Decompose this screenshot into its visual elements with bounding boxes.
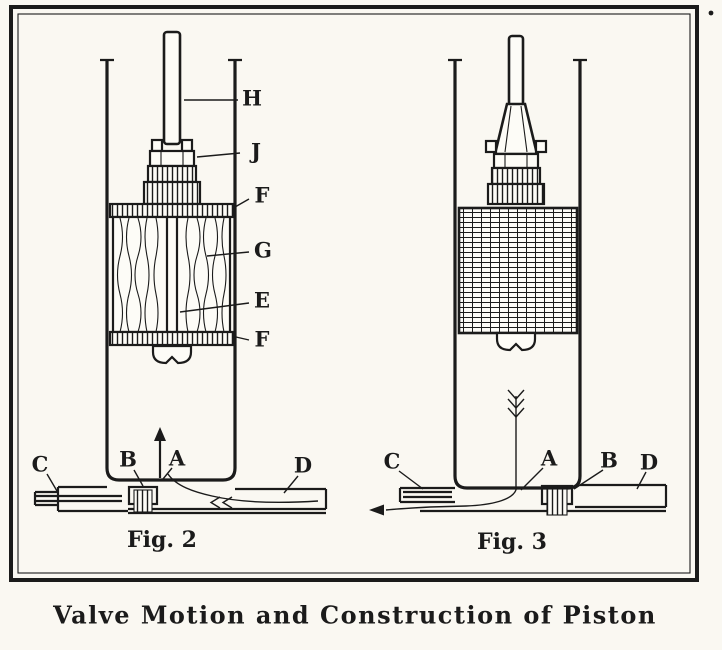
fig2-label-f-bottom: F bbox=[255, 327, 270, 352]
fig3-rod-fork bbox=[493, 102, 539, 156]
fig2-flow-chevrons bbox=[209, 496, 233, 509]
fig3-label-b: B bbox=[600, 448, 618, 473]
fig3-arrow-fletching bbox=[507, 389, 525, 418]
fig3-base-pipes bbox=[398, 483, 668, 516]
fig2-base-pipes bbox=[33, 485, 328, 515]
fig2-pipe-c bbox=[33, 490, 122, 507]
fig2-label-e: E bbox=[254, 288, 270, 313]
fig2-leader-lines bbox=[46, 99, 299, 494]
fig2-cylinder bbox=[105, 60, 237, 482]
fig3-title: Fig. 3 bbox=[477, 529, 547, 555]
fig2-top-follower bbox=[108, 202, 235, 219]
fig2-label-c: C bbox=[32, 452, 49, 477]
fig3-cylinder bbox=[453, 60, 582, 490]
fig2-up-arrowhead bbox=[154, 427, 166, 441]
fig2-label-a: A bbox=[168, 446, 186, 471]
fig2-label-h: H bbox=[242, 86, 262, 111]
plate-frame bbox=[9, 5, 714, 582]
fig3-left-arrowhead bbox=[369, 504, 384, 516]
fig2-flow-arrows bbox=[154, 427, 319, 509]
fig3-valve-b-packing bbox=[546, 488, 568, 516]
fig2-center-rod bbox=[165, 217, 179, 346]
fig2-piston-body bbox=[111, 215, 232, 334]
fig3-piston-rod bbox=[507, 34, 525, 108]
frame-inner-border bbox=[17, 13, 691, 574]
fig2-rod-end-nut bbox=[151, 344, 193, 365]
fig3-gland bbox=[486, 166, 546, 206]
fig2-label-b: B bbox=[119, 447, 137, 472]
fig2-valve-housing bbox=[56, 485, 128, 513]
fig2-piston-rod bbox=[162, 30, 182, 146]
fig3-label-d: D bbox=[640, 450, 658, 475]
plate-caption: Valve Motion and Construction of Piston bbox=[52, 601, 657, 630]
fig2-title: Fig. 2 bbox=[127, 527, 197, 553]
fig2-valve-b-packing bbox=[133, 489, 153, 513]
fig2-bottom-follower bbox=[108, 330, 235, 347]
frame-outer-border bbox=[9, 5, 699, 582]
fig2-label-f-top: F bbox=[255, 183, 270, 208]
scan-speck bbox=[708, 10, 714, 16]
fig2-label-d: D bbox=[294, 453, 312, 478]
fig3-flow-arrows bbox=[369, 389, 525, 516]
fig3-rod-end-nut bbox=[495, 331, 537, 352]
fig3-label-c: C bbox=[384, 449, 401, 474]
fig3-label-a: A bbox=[540, 446, 558, 471]
fig2-pipe-d bbox=[128, 487, 328, 515]
fig2-label-g: G bbox=[254, 238, 272, 263]
fig3-piston-body bbox=[457, 206, 579, 335]
fig2-label-j: J bbox=[249, 139, 261, 164]
fig2-wood-grain bbox=[116, 217, 227, 333]
fig2-gland bbox=[142, 164, 202, 206]
fig2-illustration: H J F G E F C B A D Fig. 2 bbox=[32, 30, 328, 553]
fig3-illustration: C A B D Fig. 3 bbox=[369, 34, 668, 555]
fig3-pipe-d bbox=[420, 483, 668, 513]
fig3-pipe-c bbox=[398, 486, 455, 504]
fig3-leader-lines bbox=[398, 467, 647, 491]
